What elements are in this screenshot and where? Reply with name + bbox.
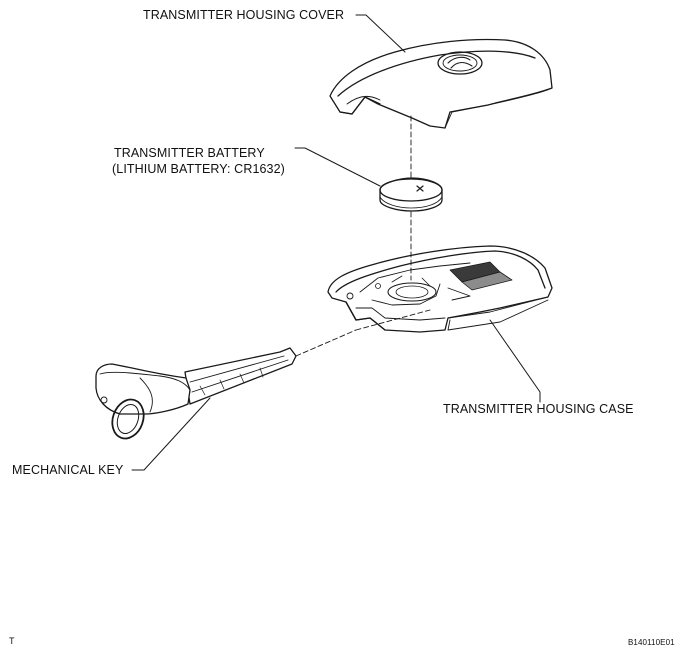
leader-key [131,397,211,471]
label-mechanical-key: MECHANICAL KEY [12,463,124,477]
key-ring [111,398,145,440]
label-housing-cover: TRANSMITTER HOUSING COVER [143,8,345,22]
label-housing-case: TRANSMITTER HOUSING CASE [443,402,634,416]
transmitter-housing-case [327,245,553,333]
corner-code: T [9,636,15,646]
label-battery: TRANSMITTER BATTERY [114,146,265,160]
leader-lines [131,14,541,471]
transmitter-housing-cover [329,38,553,129]
figure-id: B140110E01 [628,638,675,647]
leader-case [489,319,541,403]
label-battery-spec: (LITHIUM BATTERY: CR1632) [112,162,285,176]
mechanical-key [95,347,297,440]
lexus-emblem-icon [437,51,483,75]
assembly-centerlines [295,115,431,357]
leader-cover [355,14,406,53]
leader-battery [294,147,381,187]
transmitter-battery [379,177,443,212]
plus-sign-icon [416,185,424,192]
